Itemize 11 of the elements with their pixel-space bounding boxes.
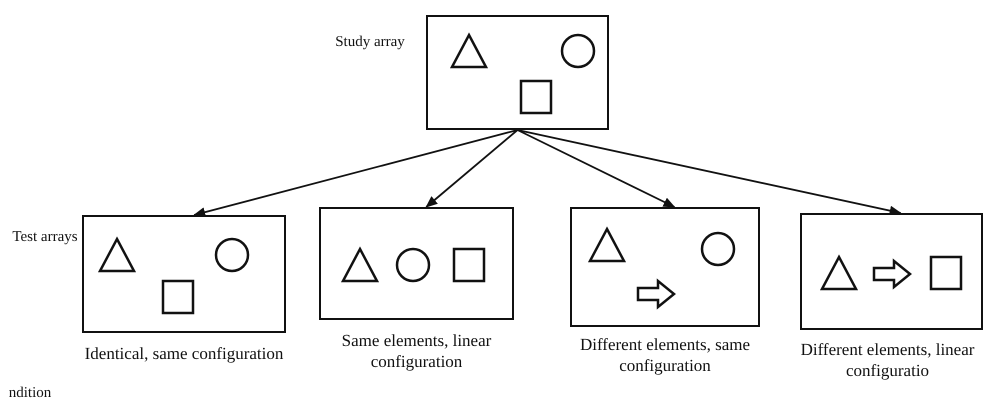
arrow: [517, 129, 676, 208]
row-label: Test arrays: [11, 228, 79, 247]
arrow: [517, 129, 902, 216]
condition-caption: Same elements, linear configuration: [340, 330, 492, 372]
condition-caption: Identical, same configuration: [84, 343, 284, 364]
arrow: [193, 129, 518, 218]
axis-label: ndition: [8, 384, 52, 403]
condition-caption: Different elements, same configuration: [578, 334, 752, 376]
arrow: [425, 129, 518, 208]
array-label: Study array: [334, 33, 406, 52]
condition-caption: Different elements, linear configuratio: [800, 339, 976, 381]
